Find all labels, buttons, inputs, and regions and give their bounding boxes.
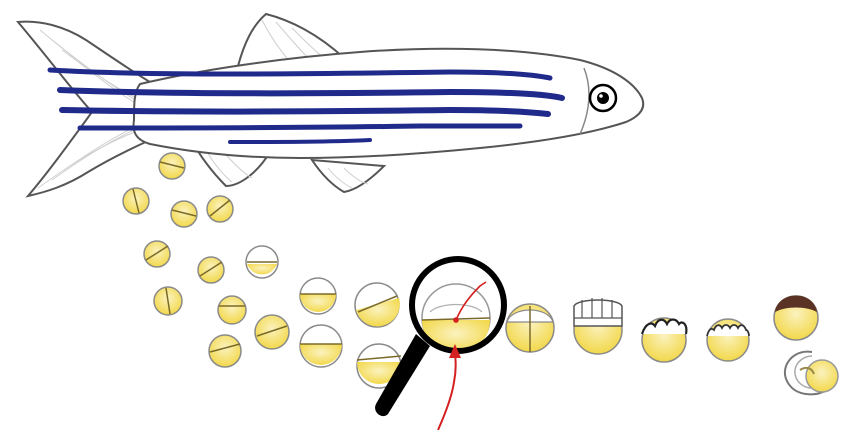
development-stages bbox=[506, 296, 838, 395]
egg bbox=[355, 283, 400, 327]
stage-4-cell bbox=[506, 304, 554, 352]
red-arrow-icon bbox=[438, 344, 461, 430]
egg bbox=[300, 325, 342, 367]
egg bbox=[198, 257, 224, 283]
egg bbox=[218, 296, 246, 324]
scattered-eggs bbox=[123, 153, 401, 388]
egg bbox=[171, 201, 197, 227]
egg bbox=[144, 241, 170, 267]
pelvic-fin bbox=[312, 160, 384, 192]
egg bbox=[209, 335, 241, 367]
stage-gastrula bbox=[707, 319, 749, 361]
egg bbox=[154, 287, 182, 315]
zebrafish-icon bbox=[18, 14, 643, 196]
fish-body bbox=[134, 49, 644, 158]
stage-blastula bbox=[642, 318, 686, 362]
egg bbox=[159, 153, 185, 179]
egg bbox=[207, 196, 233, 222]
hatched-larva-icon bbox=[785, 352, 838, 395]
egg bbox=[246, 246, 278, 278]
stage-capped bbox=[774, 296, 818, 341]
egg bbox=[123, 188, 149, 214]
stage-cleavage bbox=[574, 298, 622, 354]
magnifying-glass-icon bbox=[375, 259, 504, 416]
egg bbox=[255, 315, 289, 349]
egg bbox=[300, 278, 336, 314]
